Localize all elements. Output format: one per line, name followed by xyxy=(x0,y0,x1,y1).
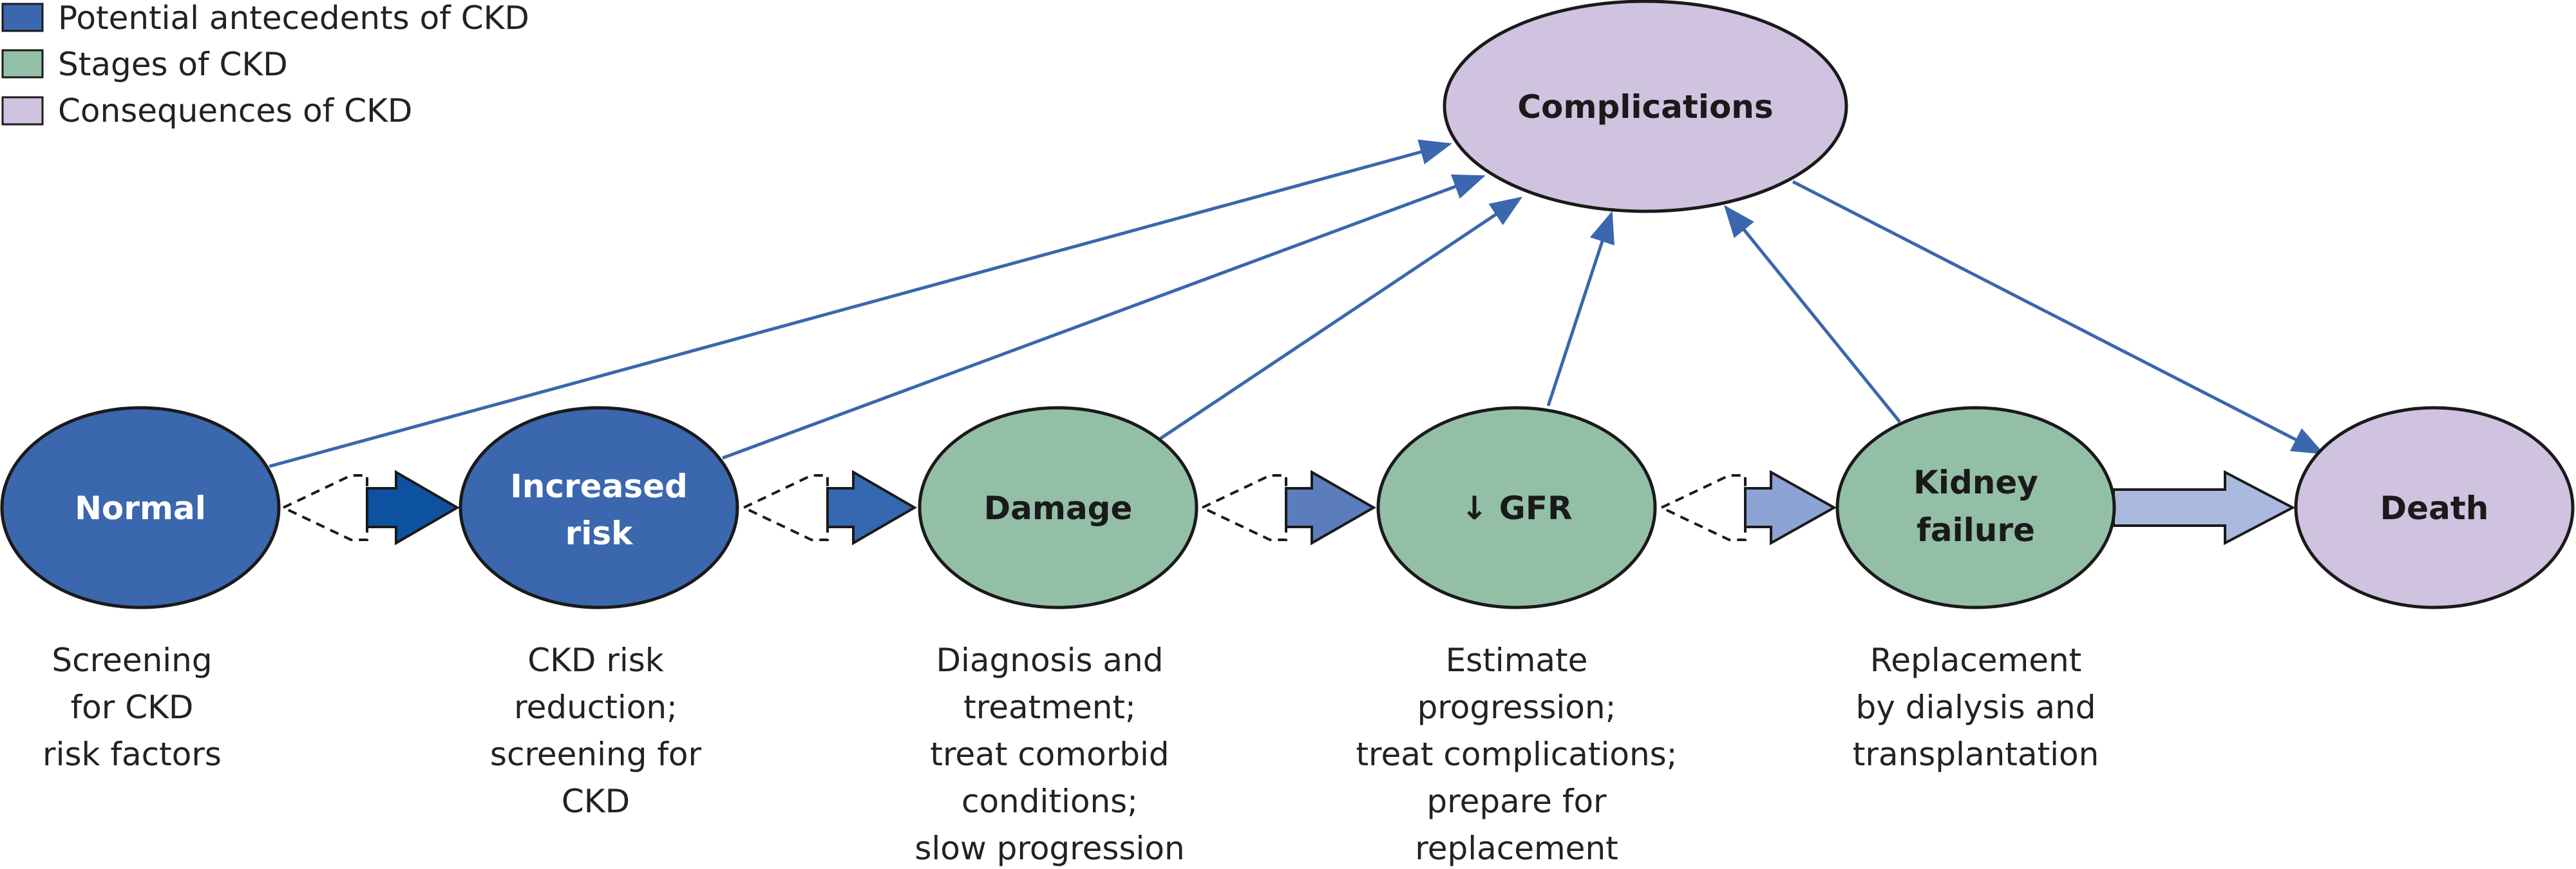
node-shape xyxy=(0,406,281,609)
node-label: Normal xyxy=(75,490,206,527)
edge-kidney-failure-to-complications xyxy=(1723,205,1901,423)
nodes: Normal Increased risk Damage ↓ GFR Kidne… xyxy=(0,0,2575,609)
caption-line: treatment; xyxy=(963,689,1136,726)
node-label: failure xyxy=(1917,511,2035,549)
caption-damage: Diagnosis and treatment; treat comorbid … xyxy=(914,642,1184,867)
progression-arrows xyxy=(280,470,2296,546)
captions: Screening for CKD risk factors CKD risk … xyxy=(43,642,2099,867)
node-label: Death xyxy=(2380,490,2489,527)
node-increased-risk: Increased risk xyxy=(459,406,739,609)
caption-line: treat complications; xyxy=(1356,736,1677,773)
progression-arrow-kidney-failure-to-death xyxy=(2112,470,2296,546)
caption-line: CKD xyxy=(562,783,630,820)
legend-label-stage: Stages of CKD xyxy=(58,46,288,83)
legend-swatch-stage xyxy=(1,49,44,79)
edge-normal-to-complications xyxy=(269,139,1452,468)
legend-swatch-consequence xyxy=(1,96,44,126)
progression-arrow-normal-to-increased-risk xyxy=(280,470,460,546)
caption-line: by dialysis and xyxy=(1856,689,2096,726)
caption-line: transplantation xyxy=(1853,736,2099,773)
node-shape xyxy=(918,406,1198,609)
caption-increased-risk: CKD risk reduction; screening for CKD xyxy=(490,642,702,820)
caption-line: Estimate xyxy=(1446,642,1588,679)
caption-line: conditions; xyxy=(961,783,1138,820)
node-shape xyxy=(1835,406,2116,609)
caption-line: slow progression xyxy=(914,830,1184,867)
caption-line: screening for xyxy=(490,736,702,773)
caption-line: treat comorbid xyxy=(930,736,1169,773)
caption-kidney-failure: Replacement by dialysis and transplantat… xyxy=(1853,642,2099,773)
node-shape xyxy=(1443,0,1848,213)
caption-line: Diagnosis and xyxy=(936,642,1163,679)
node-normal: Normal xyxy=(0,406,281,609)
node-complications: Complications xyxy=(1443,0,1848,213)
edges xyxy=(269,139,2325,468)
dashed-connector xyxy=(741,474,829,541)
node-label: Damage xyxy=(984,490,1133,527)
node-death: Death xyxy=(2294,406,2575,609)
dashed-connector xyxy=(1199,474,1287,541)
node-label: Kidney xyxy=(1913,464,2038,501)
progression-arrow-damage-to-gfr xyxy=(1199,470,1377,546)
caption-line: progression; xyxy=(1417,689,1616,726)
legend-label-consequence: Consequences of CKD xyxy=(58,92,412,129)
node-label: risk xyxy=(565,515,634,552)
caption-gfr: Estimate progression; treat complication… xyxy=(1356,642,1677,867)
node-shape xyxy=(2294,406,2575,609)
caption-line: Screening xyxy=(52,642,212,679)
node-label: Complications xyxy=(1517,88,1773,126)
block-arrow xyxy=(1744,470,1837,546)
block-arrow xyxy=(826,470,917,546)
node-shape xyxy=(459,406,739,609)
node-kidney-failure: Kidney failure xyxy=(1835,406,2116,609)
legend-swatch-antecedent xyxy=(1,3,44,32)
node-label: Increased xyxy=(510,468,688,505)
node-damage: Damage xyxy=(918,406,1198,609)
node-shape xyxy=(1376,406,1657,609)
caption-line: replacement xyxy=(1415,830,1618,867)
block-arrow xyxy=(2112,470,2296,546)
edge-increased-risk-to-complications xyxy=(722,174,1486,460)
caption-line: prepare for xyxy=(1426,783,1607,820)
node-gfr: ↓ GFR xyxy=(1376,406,1657,609)
legend-label-antecedent: Potential antecedents of CKD xyxy=(58,0,529,37)
edge-complications-to-death xyxy=(1792,180,2325,455)
caption-line: Replacement xyxy=(1870,642,2082,679)
caption-line: risk factors xyxy=(43,736,222,773)
caption-normal: Screening for CKD risk factors xyxy=(43,642,222,773)
caption-line: for CKD xyxy=(71,689,194,726)
legend: Potential antecedents of CKD Stages of C… xyxy=(1,0,529,129)
caption-line: reduction; xyxy=(514,689,677,726)
block-arrow xyxy=(366,470,460,546)
edge-damage-to-complications xyxy=(1158,196,1523,441)
edge-gfr-to-complications xyxy=(1546,211,1615,406)
block-arrow xyxy=(1285,470,1377,546)
progression-arrow-gfr-to-kidney-failure xyxy=(1658,470,1837,546)
caption-line: CKD risk xyxy=(527,642,664,679)
dashed-connector xyxy=(280,474,368,541)
progression-arrow-increased-risk-to-damage xyxy=(741,470,917,546)
dashed-connector xyxy=(1658,474,1747,541)
node-label: ↓ GFR xyxy=(1461,490,1573,527)
